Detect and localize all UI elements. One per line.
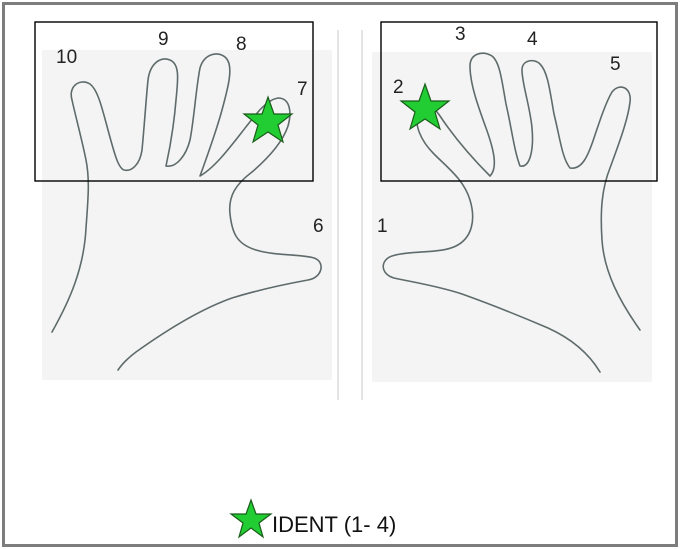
green-star-icon	[231, 500, 271, 537]
finger-number-8: 8	[236, 34, 247, 55]
finger-number-4: 4	[527, 29, 538, 50]
left-scan-panel	[42, 50, 332, 380]
finger-number-5: 5	[610, 54, 621, 75]
finger-number-2: 2	[393, 77, 404, 98]
finger-number-9: 9	[158, 29, 169, 50]
finger-number-10: 10	[56, 47, 77, 68]
finger-number-6: 6	[313, 216, 324, 237]
legend-label: IDENT (1- 4)	[272, 512, 396, 537]
finger-number-3: 3	[455, 24, 466, 45]
finger-number-1: 1	[377, 216, 388, 237]
finger-number-7: 7	[297, 79, 308, 100]
